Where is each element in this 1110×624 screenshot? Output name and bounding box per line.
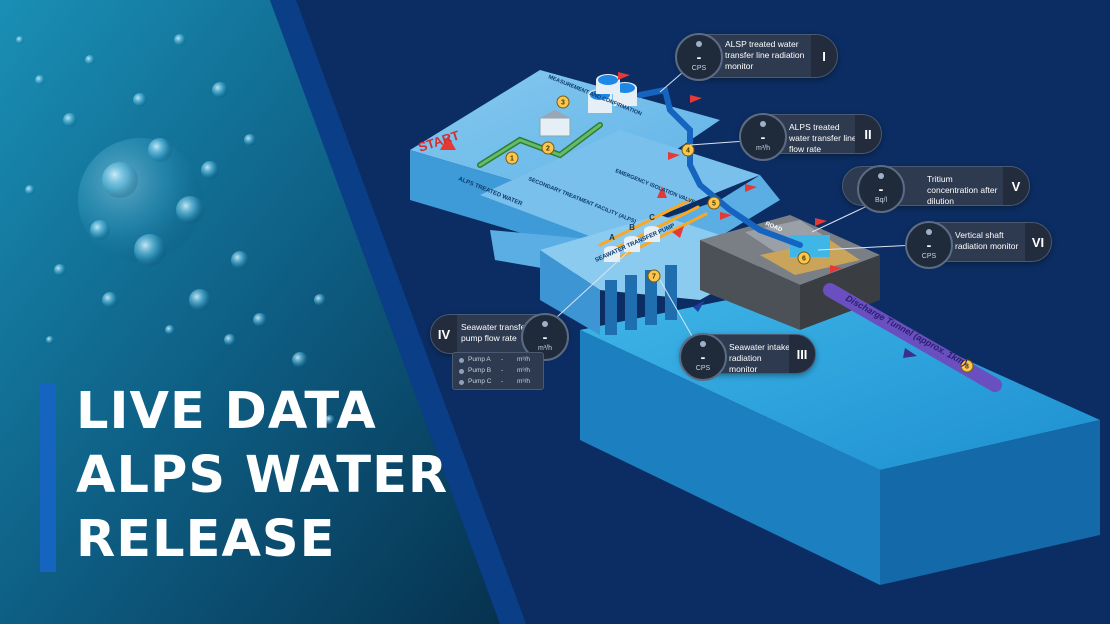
step-5-label: 5 — [712, 201, 716, 208]
monitor-1-unit: CPS — [691, 65, 707, 72]
headline-line-1: LIVE DATA — [76, 382, 377, 441]
gauge-icon: - CPS — [679, 333, 727, 381]
ocean-block — [580, 285, 1100, 585]
monitor-1-label: ALSP treated water transfer line radiati… — [725, 39, 805, 71]
monitor-4-numeral: IV — [431, 315, 457, 353]
pump-status-dot — [459, 380, 464, 385]
step-4-label: 4 — [686, 148, 690, 155]
pump-row: Pump C - m³/h — [459, 378, 539, 388]
pump-name: Pump A — [468, 356, 491, 363]
monitor-card-3[interactable]: - CPS Seawater intake radiation monitor … — [679, 333, 816, 381]
monitor-card-6[interactable]: - CPS Vertical shaft radiation monitor V… — [905, 221, 1052, 269]
monitor-1-value: - — [696, 49, 702, 65]
monitor-2-unit: m³/h — [756, 145, 770, 152]
step-8-label: 8 — [965, 364, 969, 371]
pump-c-label: C — [649, 213, 655, 222]
headline-line-2: ALPS WATER — [76, 446, 449, 505]
step-3-label: 3 — [561, 100, 565, 107]
gauge-icon: - m³/h — [521, 313, 569, 361]
monitor-3-value: - — [700, 349, 706, 365]
pump-name: Pump B — [468, 367, 492, 374]
gauge-icon: - CPS — [905, 221, 953, 269]
gauge-icon: - CPS — [675, 33, 723, 81]
monitor-card-5[interactable]: - Bq/l Tritium concentration after dilut… — [842, 165, 1030, 213]
flow-arrows — [440, 72, 917, 358]
step-6-label: 6 — [802, 256, 806, 263]
pump-name: Pump C — [468, 378, 492, 385]
pump-b-label: B — [629, 223, 635, 232]
pump-value: - — [501, 378, 504, 385]
monitor-card-1[interactable]: - CPS ALSP treated water transfer line r… — [675, 33, 838, 81]
pump-a-label: A — [609, 233, 615, 242]
pump-status-dot — [459, 369, 464, 374]
pump-row: Pump B - m³/h — [459, 367, 539, 377]
monitor-6-label: Vertical shaft radiation monitor — [955, 230, 1019, 251]
monitor-5-unit: Bq/l — [874, 197, 888, 204]
pump-unit: m³/h — [517, 367, 530, 374]
pump-value: - — [501, 356, 504, 363]
pump-row: Pump A - m³/h — [459, 356, 539, 366]
monitor-2-label: ALPS treated water transfer line flow ra… — [789, 122, 857, 154]
step-markers — [505, 95, 974, 373]
headline-line-3: RELEASE — [76, 510, 336, 569]
underwater-background — [0, 0, 526, 624]
monitor-6-unit: CPS — [921, 253, 937, 260]
step-7-label: 7 — [652, 274, 656, 281]
monitor-6-value: - — [926, 237, 932, 253]
step-2-label: 2 — [546, 146, 550, 153]
monitor-4-value: - — [542, 329, 548, 345]
monitor-3-unit: CPS — [695, 365, 711, 372]
bubbles-decoration — [16, 34, 335, 425]
monitor-card-2[interactable]: - m³/h ALPS treated water transfer line … — [739, 113, 882, 161]
pump-flow-list: Pump A - m³/h Pump B - m³/h Pump C - m³/… — [452, 352, 544, 390]
land-terraces — [410, 70, 880, 335]
pump-unit: m³/h — [517, 356, 530, 363]
gauge-icon: - m³/h — [739, 113, 787, 161]
monitor-5-label: Tritium concentration after dilution — [927, 174, 998, 206]
headline-accent-bar — [40, 384, 56, 572]
facility-structures — [539, 74, 660, 262]
monitor-card-4[interactable]: IV Seawater transfer pump flow rate - m³… — [430, 313, 569, 361]
headline: LIVE DATA ALPS WATER RELEASE — [40, 380, 447, 576]
monitor-4-label: Seawater transfer pump flow rate — [461, 322, 529, 343]
pump-unit: m³/h — [517, 378, 530, 385]
step-1-label: 1 — [510, 156, 514, 163]
monitor-4-unit: m³/h — [538, 345, 552, 352]
pump-value: - — [501, 367, 504, 374]
monitor-3-label: Seawater intake radiation monitor — [729, 342, 790, 374]
gauge-icon: - Bq/l — [857, 165, 905, 213]
monitor-5-value: - — [878, 181, 884, 197]
pump-status-dot — [459, 358, 464, 363]
monitor-2-value: - — [760, 129, 766, 145]
